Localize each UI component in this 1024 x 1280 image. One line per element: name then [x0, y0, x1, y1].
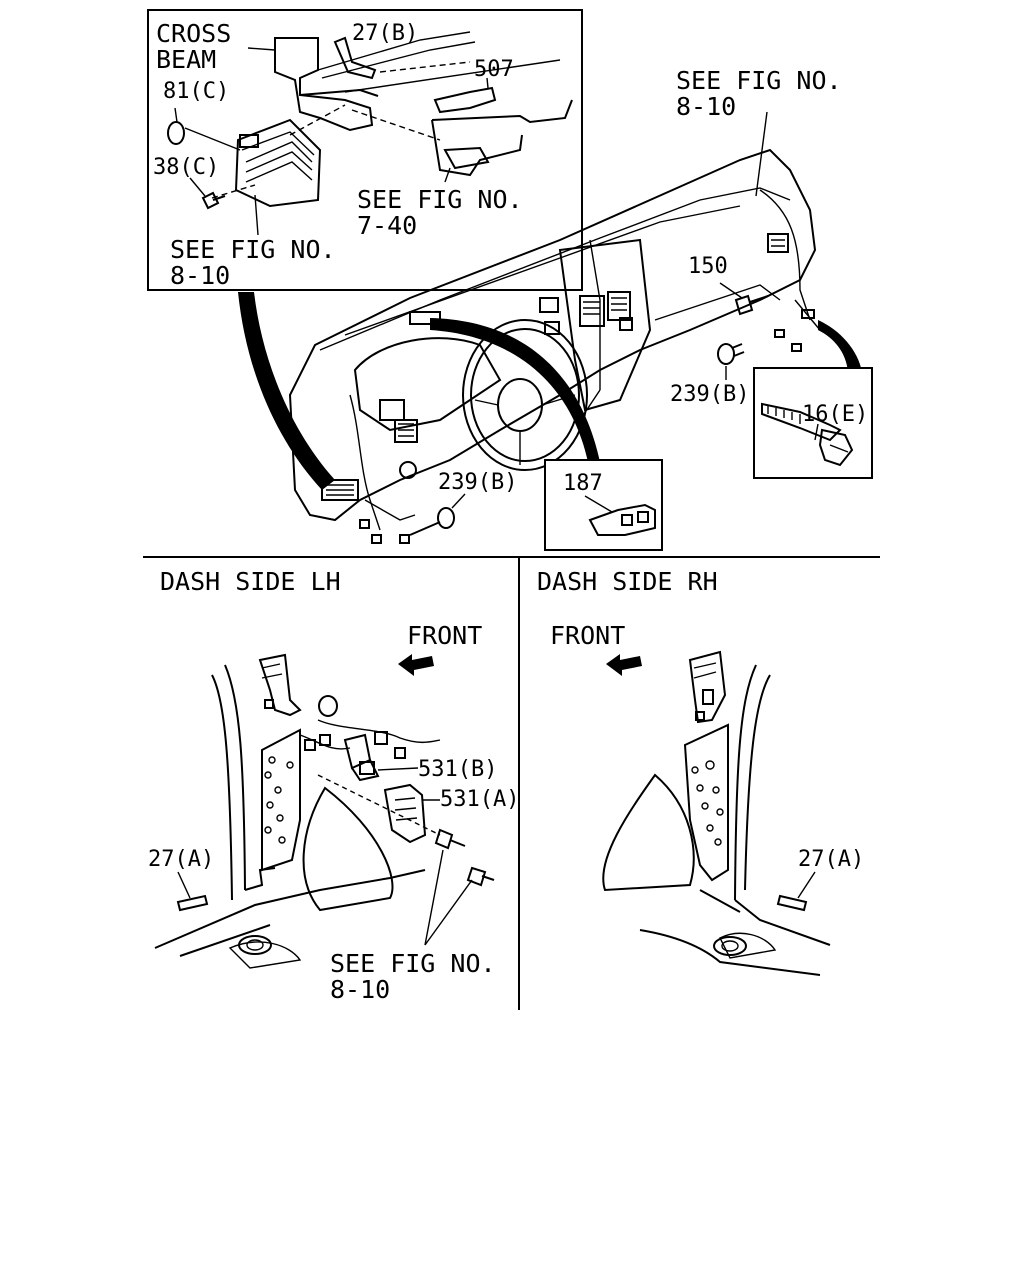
cross-beam-label-2: BEAM — [156, 45, 216, 74]
cross-beam-inset: CROSS BEAM 27(B) 507 81(C) 38(C) SEE FIG… — [147, 9, 583, 291]
part-16e-inset: 16(E) — [753, 367, 873, 479]
see-fig-dash-label: SEE FIG NO. — [676, 66, 842, 95]
see-fig-lh-number: 8-10 — [330, 975, 390, 1004]
bolt-lh-upper-icon — [434, 828, 466, 850]
dash-side-lh-title: DASH SIDE LH — [160, 567, 341, 596]
part-27a-rh-label: 27(A) — [798, 847, 864, 872]
see-fig-810-number: 8-10 — [170, 261, 230, 290]
panel-holes-rh — [691, 760, 724, 846]
front-label-rh: FRONT — [550, 621, 625, 650]
part-16e-label: 16(E) — [802, 402, 868, 427]
vent-left-icon — [379, 399, 405, 421]
part-27b-label: 27(B) — [352, 21, 418, 46]
see-fig-810-label: SEE FIG NO. — [170, 235, 336, 264]
part-239b-right-label: 239(B) — [670, 382, 749, 407]
part-81c-label: 81(C) — [163, 79, 229, 104]
control-unit-icon — [234, 118, 322, 208]
part-187-label: 187 — [563, 471, 603, 496]
bracket-531a-icon — [383, 783, 427, 844]
part-38c-label: 38(C) — [153, 155, 219, 180]
part-187-inset: 187 — [544, 459, 663, 551]
front-label-lh: FRONT — [407, 621, 482, 650]
screw-icon — [201, 191, 226, 210]
grommet-icon — [167, 121, 185, 145]
see-fig-dash-number: 8-10 — [676, 92, 736, 121]
part-150-label: 150 — [688, 254, 728, 279]
bolt-239b-right-icon — [717, 343, 745, 365]
panel-holes-lh — [264, 756, 294, 844]
bolt-150-icon — [734, 294, 769, 316]
knee-panel-icon — [321, 479, 359, 501]
pointer-arrow-187 — [430, 318, 600, 462]
front-arrow-lh-icon — [398, 654, 434, 676]
dash-side-lh-section: DASH SIDE LH FRONT — [148, 567, 519, 1004]
inset-pointer-arrow — [238, 292, 335, 490]
clip-27a-rh-icon — [776, 894, 808, 912]
part-531b-label: 531(B) — [418, 757, 497, 782]
part-27a-lh-label: 27(A) — [148, 847, 214, 872]
bolt-lh-lower-icon — [466, 866, 495, 887]
dash-side-rh-title: DASH SIDE RH — [537, 567, 718, 596]
steering-wheel-icon — [462, 319, 588, 471]
part-507-label: 507 — [474, 57, 514, 82]
see-fig-740-number: 7-40 — [357, 211, 417, 240]
see-fig-lh-label: SEE FIG NO. — [330, 949, 496, 978]
cross-beam-label: CROSS — [156, 19, 231, 48]
relay-531b-icon — [343, 733, 380, 782]
clip-27a-lh-icon — [176, 894, 209, 912]
part-531a-label: 531(A) — [440, 787, 519, 812]
bolt-239b-left-icon — [409, 507, 455, 536]
pointer-arrow-16e — [818, 320, 862, 372]
instrument-panel — [288, 111, 821, 544]
front-arrow-rh-icon — [606, 654, 642, 676]
vent-right-icon — [767, 233, 789, 253]
part-239b-left-label: 239(B) — [438, 470, 517, 495]
see-fig-740-label: SEE FIG NO. — [357, 185, 523, 214]
dash-side-rh-section: DASH SIDE RH FRONT 27(A) — [537, 567, 864, 976]
